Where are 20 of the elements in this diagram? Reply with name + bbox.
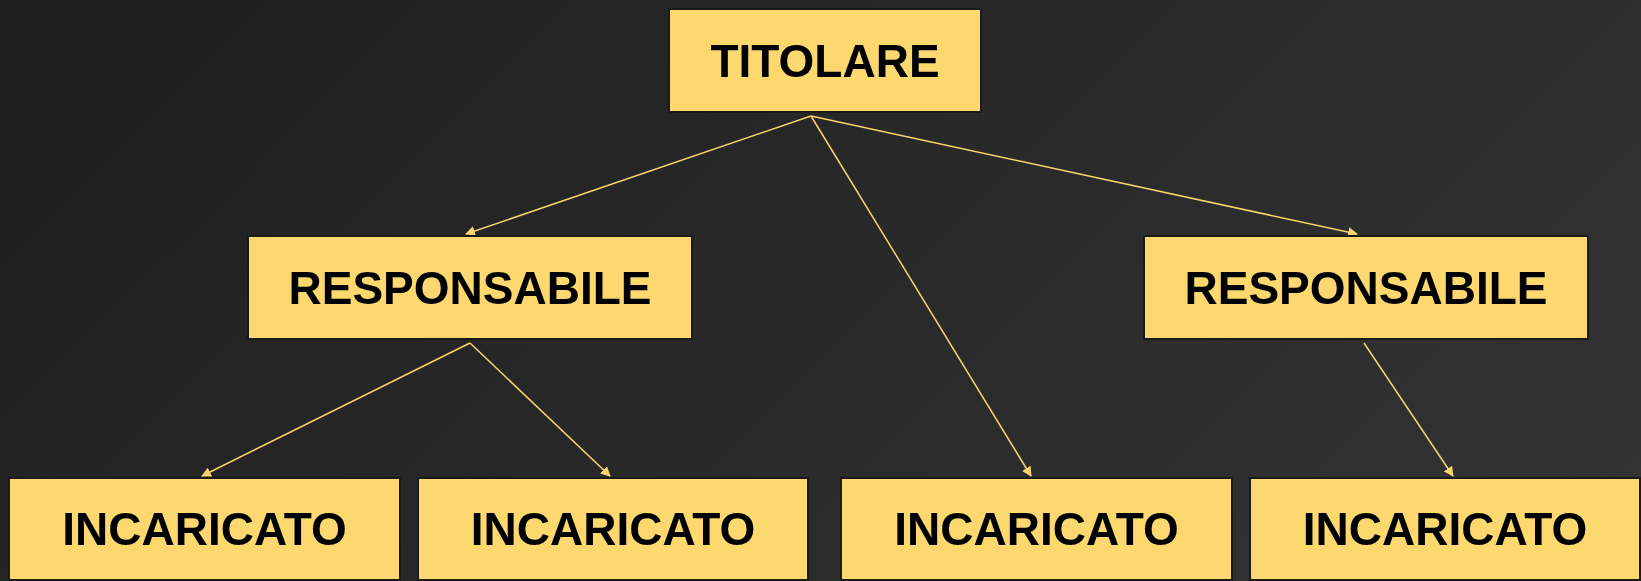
arrow — [201, 342, 471, 477]
arrow — [469, 342, 611, 477]
arrow — [810, 115, 1358, 237]
role-box — [247, 235, 693, 340]
role-box — [668, 8, 982, 113]
arrow — [810, 115, 1032, 477]
arrow — [465, 115, 812, 236]
role-box — [1249, 477, 1641, 581]
role-label: INCARICATO — [1302, 506, 1588, 552]
role-box — [840, 477, 1233, 581]
role-box — [1143, 235, 1589, 340]
role-label: RESPONSABILE — [1184, 264, 1548, 311]
role-label: TITOLARE — [710, 37, 940, 84]
role-label: INCARICATO — [470, 506, 756, 552]
role-label: RESPONSABILE — [288, 264, 652, 311]
role-label: INCARICATO — [894, 506, 1179, 552]
arrow — [1363, 342, 1454, 477]
role-label: INCARICATO — [62, 506, 347, 552]
role-box — [8, 477, 401, 581]
role-box — [417, 477, 809, 581]
